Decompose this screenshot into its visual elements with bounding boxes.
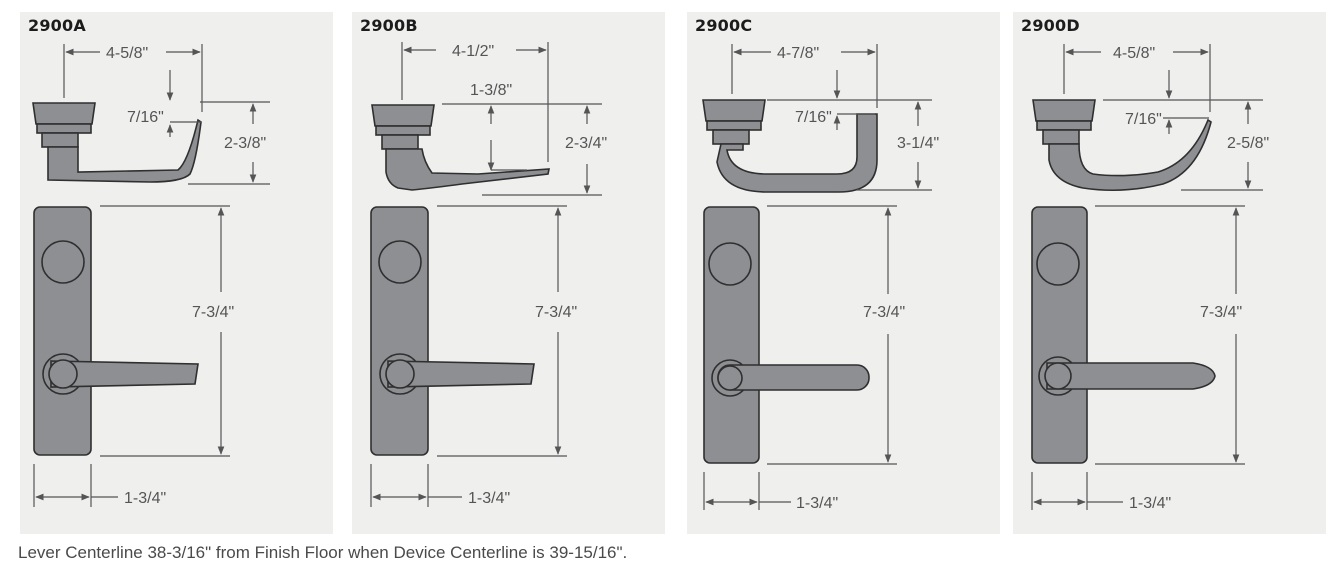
panel-2900a: 4-5/8" 7/16" 2-3/8" 7-3/4" 1-3/4" 2900A	[20, 12, 333, 534]
lever-top-view	[32, 102, 202, 183]
model-title: 2900A	[28, 16, 86, 35]
drawing-2900a: 4-5/8" 7/16" 2-3/8" 7-3/4" 1-3/4"	[32, 44, 270, 507]
dim-plate-height: 7-3/4"	[192, 304, 234, 321]
dim-top-width: 4-7/8"	[777, 45, 819, 62]
dim-plate-width: 1-3/4"	[1129, 495, 1171, 512]
panel-2900d: 4-5/8" 7/16" 2-5/8" 7-3/4" 1-3/4" 2900D	[1013, 12, 1326, 534]
panel-2900b: 4-1/2" 1-3/8" 2-3/4" 7-3/4" 1-3/4" 2900B	[352, 12, 665, 534]
top-dimensions	[401, 42, 602, 196]
dim-top-width: 4-5/8"	[106, 45, 148, 62]
dim-offset: 1-3/8"	[470, 82, 512, 99]
dim-top-width: 4-1/2"	[452, 43, 494, 60]
dim-height: 3-1/4"	[897, 135, 939, 152]
dim-offset: 7/16"	[1125, 111, 1162, 128]
plate-dimensions	[703, 205, 897, 510]
dim-plate-height: 7-3/4"	[535, 304, 577, 321]
top-dimensions	[731, 44, 932, 191]
escutcheon-plate	[370, 206, 535, 456]
dim-plate-width: 1-3/4"	[124, 490, 166, 507]
model-title: 2900B	[360, 16, 418, 35]
caption: Lever Centerline 38-3/16" from Finish Fl…	[18, 543, 628, 562]
dim-plate-width: 1-3/4"	[796, 495, 838, 512]
top-dimensions	[63, 44, 270, 185]
lever-top-view	[371, 104, 550, 191]
model-title: 2900D	[1021, 16, 1080, 35]
dim-height: 2-3/8"	[224, 135, 266, 152]
drawing-2900c: 4-7/8" 7/16" 3-1/4" 7-3/4" 1-3/4"	[702, 44, 939, 512]
escutcheon-plate	[1031, 206, 1216, 464]
model-title: 2900C	[695, 16, 753, 35]
dim-top-width: 4-5/8"	[1113, 45, 1155, 62]
dim-plate-height: 7-3/4"	[863, 304, 905, 321]
escutcheon-plate	[703, 206, 870, 464]
plate-dimensions	[370, 205, 567, 507]
escutcheon-plate	[33, 206, 199, 456]
dim-height: 2-5/8"	[1227, 135, 1269, 152]
dim-plate-width: 1-3/4"	[468, 490, 510, 507]
dim-height: 2-3/4"	[565, 135, 607, 152]
dim-offset: 7/16"	[127, 109, 164, 126]
plate-dimensions	[33, 205, 230, 507]
plate-dimensions	[1031, 205, 1245, 510]
lever-top-view	[1032, 99, 1212, 192]
panel-2900c: 4-7/8" 7/16" 3-1/4" 7-3/4" 1-3/4" 2900C	[687, 12, 1000, 534]
drawing-2900d: 4-5/8" 7/16" 2-5/8" 7-3/4" 1-3/4"	[1031, 44, 1269, 512]
drawing-2900b: 4-1/2" 1-3/8" 2-3/4" 7-3/4" 1-3/4"	[370, 42, 607, 507]
dim-offset: 7/16"	[795, 109, 832, 126]
top-dimensions	[1063, 44, 1263, 191]
dim-plate-height: 7-3/4"	[1200, 304, 1242, 321]
